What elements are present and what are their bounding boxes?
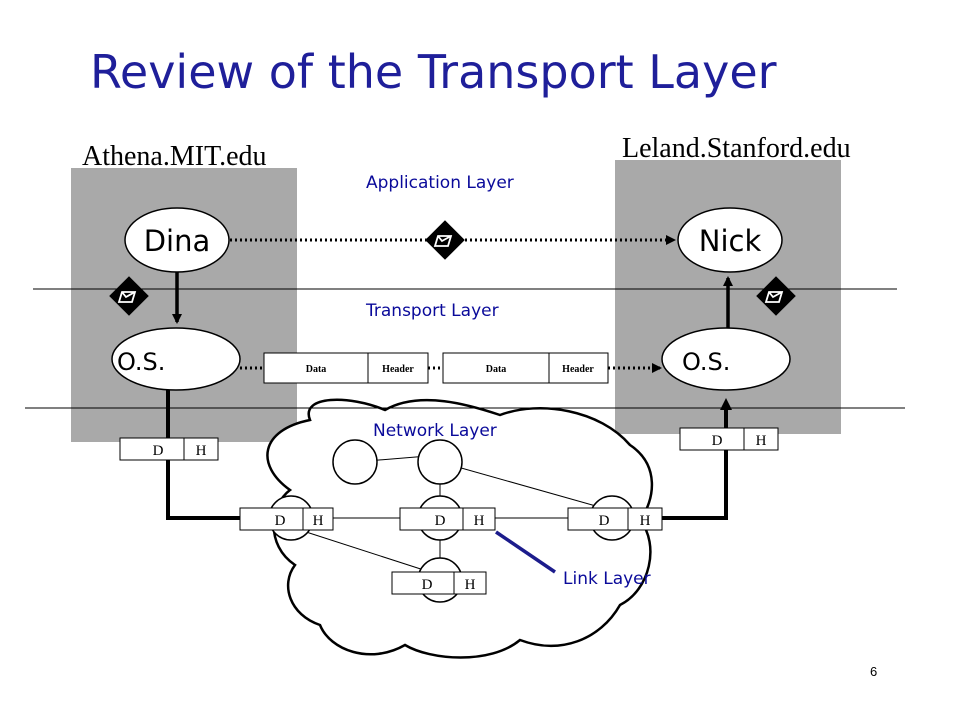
segment-header-cell	[367, 352, 429, 384]
packet-data-label: D	[422, 577, 433, 593]
envelope-icon	[424, 219, 466, 261]
segment-data-cell	[263, 352, 369, 384]
network-link	[299, 529, 431, 573]
packet-header-label: H	[474, 513, 485, 529]
packet-header-label: H	[640, 513, 651, 529]
packet: D H	[567, 507, 663, 531]
slide-title: Review of the Transport Layer	[90, 45, 777, 99]
packet-header-label: H	[756, 433, 767, 449]
packet-header-label: H	[465, 577, 476, 593]
right-os-label: O.S.	[682, 348, 730, 376]
packet-data-label: D	[435, 513, 446, 529]
segment-header-label: Header	[382, 364, 414, 375]
network-link	[439, 461, 611, 511]
left-link-path	[166, 390, 240, 520]
right-host-name: Leland.Stanford.edu	[622, 133, 851, 164]
transport-layer-label: Transport Layer	[365, 301, 499, 321]
packet: D H	[399, 507, 496, 531]
segment-header-cell	[548, 352, 609, 384]
left-os-label: O.S.	[117, 348, 165, 376]
packet-data-label: D	[712, 433, 723, 449]
router-node	[332, 439, 378, 485]
packet: D H	[679, 427, 779, 451]
packet-header-label: H	[313, 513, 324, 529]
packet-data-label: D	[153, 443, 164, 459]
left-os-node	[111, 327, 241, 391]
page-number: 6	[870, 664, 877, 679]
segment-data-label: Data	[486, 364, 507, 375]
router-node	[417, 439, 463, 485]
nick-label: Nick	[699, 224, 762, 258]
link-layer-label: Link Layer	[563, 569, 651, 589]
packet: D H	[119, 437, 219, 461]
right-link-arrowhead	[720, 398, 732, 410]
packet: D H	[391, 571, 487, 595]
packet-header-label: H	[196, 443, 207, 459]
right-os-node	[661, 327, 791, 391]
segment-data-label: Data	[306, 364, 327, 375]
dina-label: Dina	[144, 224, 211, 258]
application-layer-label: Application Layer	[366, 173, 514, 193]
nick-node	[677, 207, 783, 273]
segment-header-label: Header	[562, 364, 594, 375]
packet-data-label: D	[599, 513, 610, 529]
packet-data-label: D	[275, 513, 286, 529]
packet: D H	[239, 507, 334, 531]
left-host-name: Athena.MIT.edu	[82, 141, 267, 172]
segment-data-cell	[442, 352, 550, 384]
network-layer-label: Network Layer	[373, 421, 497, 441]
link-layer-pointer	[495, 530, 556, 574]
